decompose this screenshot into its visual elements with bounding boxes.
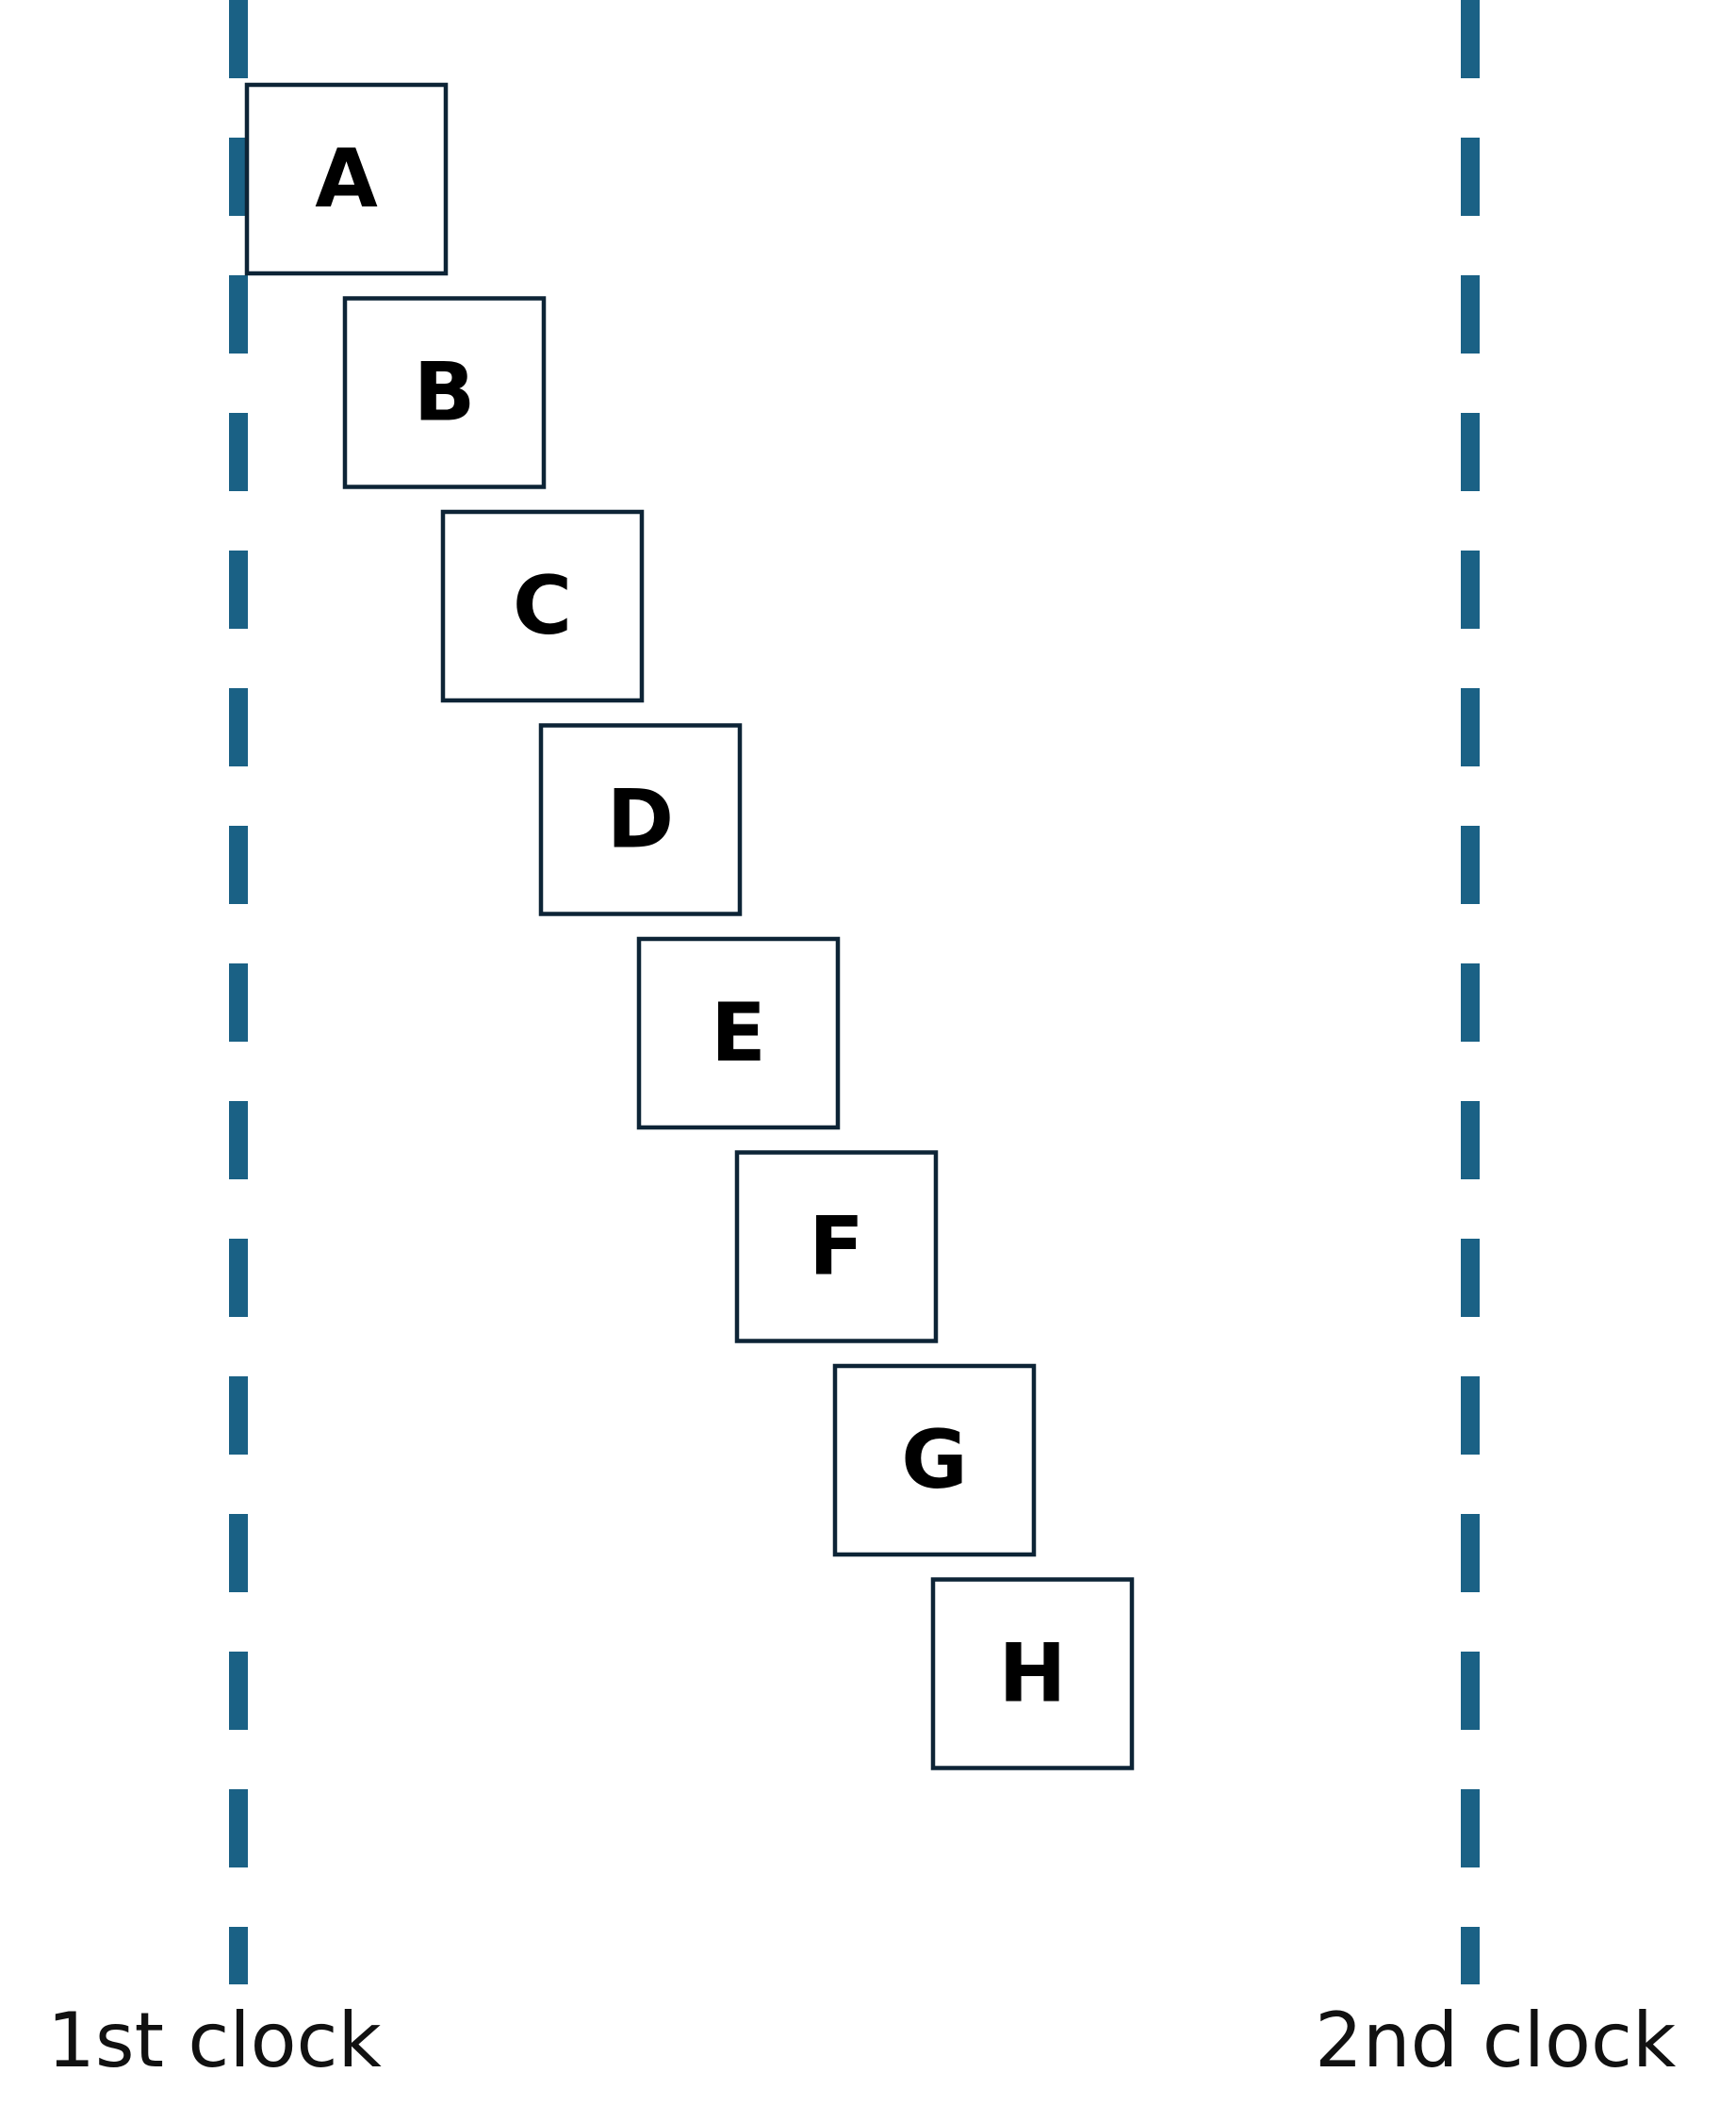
second-clock-label: 2nd clock	[1315, 1997, 1677, 2084]
stage-box-frame	[832, 1363, 1037, 1557]
stage-label: A	[315, 132, 378, 226]
stage-box-frame	[440, 509, 645, 703]
stage-box-frame	[930, 1577, 1135, 1770]
stage-label: B	[414, 346, 476, 440]
stage-box-h: H	[930, 1577, 1135, 1770]
stage-label: G	[901, 1413, 968, 1507]
stage-box-e: E	[636, 936, 841, 1130]
stage-box-c: C	[440, 509, 645, 703]
stage-box-a: A	[244, 82, 449, 276]
stage-label: E	[711, 986, 766, 1080]
stage-label: C	[513, 559, 572, 653]
stage-boxes: A B C D E F G H	[244, 82, 1135, 1770]
stage-box-b: B	[342, 296, 547, 489]
stage-box-frame	[636, 936, 841, 1130]
stage-label: D	[607, 773, 674, 867]
stage-label: H	[999, 1627, 1067, 1721]
first-clock-label: 1st clock	[47, 1997, 383, 2084]
stage-label: F	[809, 1200, 864, 1294]
stage-box-frame	[244, 82, 449, 276]
stage-box-frame	[342, 296, 547, 489]
stage-box-f: F	[734, 1150, 939, 1343]
stage-box-d: D	[538, 723, 743, 916]
stage-box-g: G	[832, 1363, 1037, 1557]
stage-box-frame	[734, 1150, 939, 1343]
stage-box-frame	[538, 723, 743, 916]
